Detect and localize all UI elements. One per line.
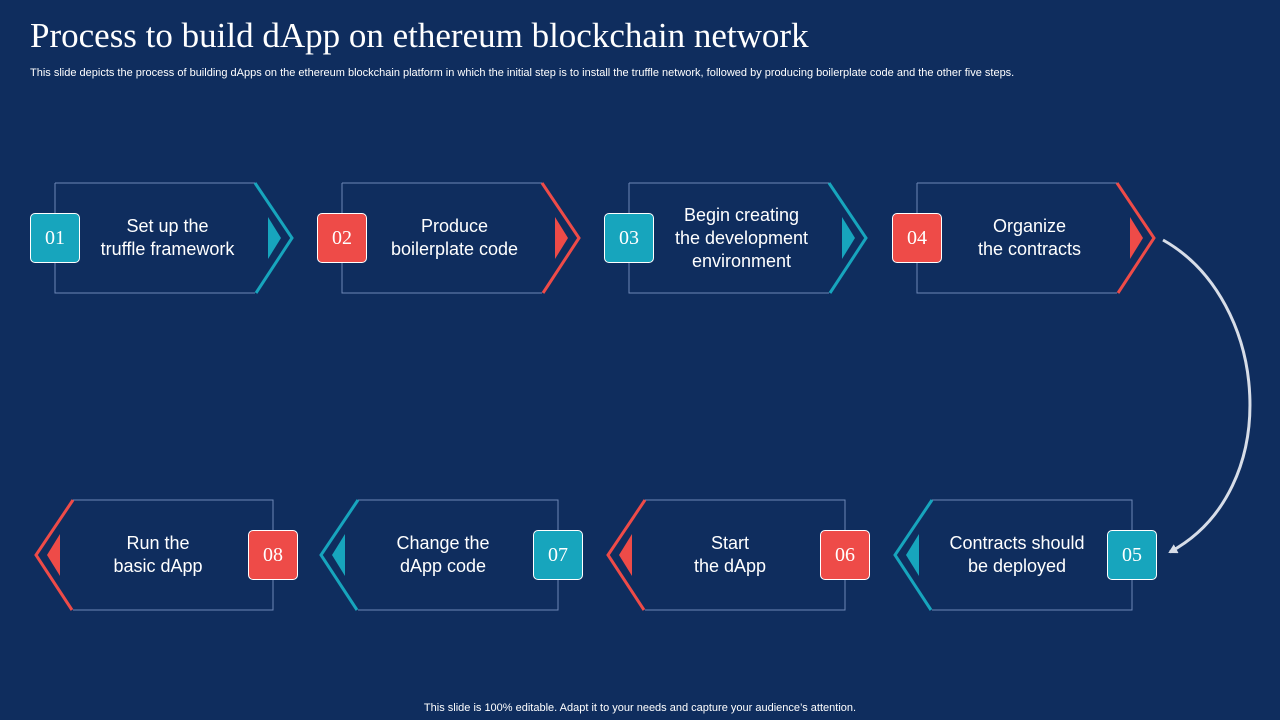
step-01-shape [54, 182, 294, 294]
step-07-label: Change the dApp code [353, 532, 533, 578]
step-04-label: Organize the contracts [942, 215, 1117, 261]
step-05-badge: 05 [1107, 530, 1157, 580]
step-08-label-line: basic dApp [113, 556, 203, 576]
step-03-label-line: Begin creating [683, 204, 800, 225]
step-04-label-line: the contracts [977, 239, 1082, 259]
step-07-label-line: dApp code [399, 556, 487, 576]
step-06-label: Start the dApp [640, 532, 820, 578]
step-03-label-line: the development [674, 227, 809, 248]
step-08-label-line: Run the [126, 533, 190, 553]
step-02-label: Produce boilerplate code [367, 215, 542, 261]
slide-title: Process to build dApp on ethereum blockc… [30, 16, 809, 55]
step-05-label: Contracts should be deployed [927, 532, 1107, 578]
step-06-label-line: the dApp [693, 556, 767, 576]
step-02-badge: 02 [317, 213, 367, 263]
step-02-label-line: Produce [420, 216, 489, 236]
step-01-badge: 01 [30, 213, 80, 263]
step-08-badge: 08 [248, 530, 298, 580]
step-01-label-line: Set up the [126, 216, 209, 236]
step-06-label-line: Start [710, 533, 749, 553]
step-05-label-line: be deployed [967, 556, 1067, 576]
slide-footer: This slide is 100% editable. Adapt it to… [423, 702, 857, 714]
step-04-badge: 04 [892, 213, 942, 263]
connector-arrow [1162, 238, 1252, 554]
slide-subtitle: This slide depicts the process of buildi… [30, 67, 1015, 79]
step-01-label-line: truffle framework [100, 239, 235, 259]
step-05-label-line: Contracts should [949, 533, 1085, 553]
step-06-badge: 06 [820, 530, 870, 580]
step-07-badge: 07 [533, 530, 583, 580]
step-04-shape [916, 182, 1156, 294]
step-07-label-line: Change the [396, 533, 490, 553]
step-08-label: Run the basic dApp [68, 532, 248, 578]
step-02-label-line: boilerplate code [390, 239, 519, 259]
step-03-label-line: environment [691, 250, 792, 271]
step-03-badge: 03 [604, 213, 654, 263]
step-04-label-line: Organize [992, 216, 1067, 236]
step-01-label: Set up the truffle framework [80, 215, 255, 261]
